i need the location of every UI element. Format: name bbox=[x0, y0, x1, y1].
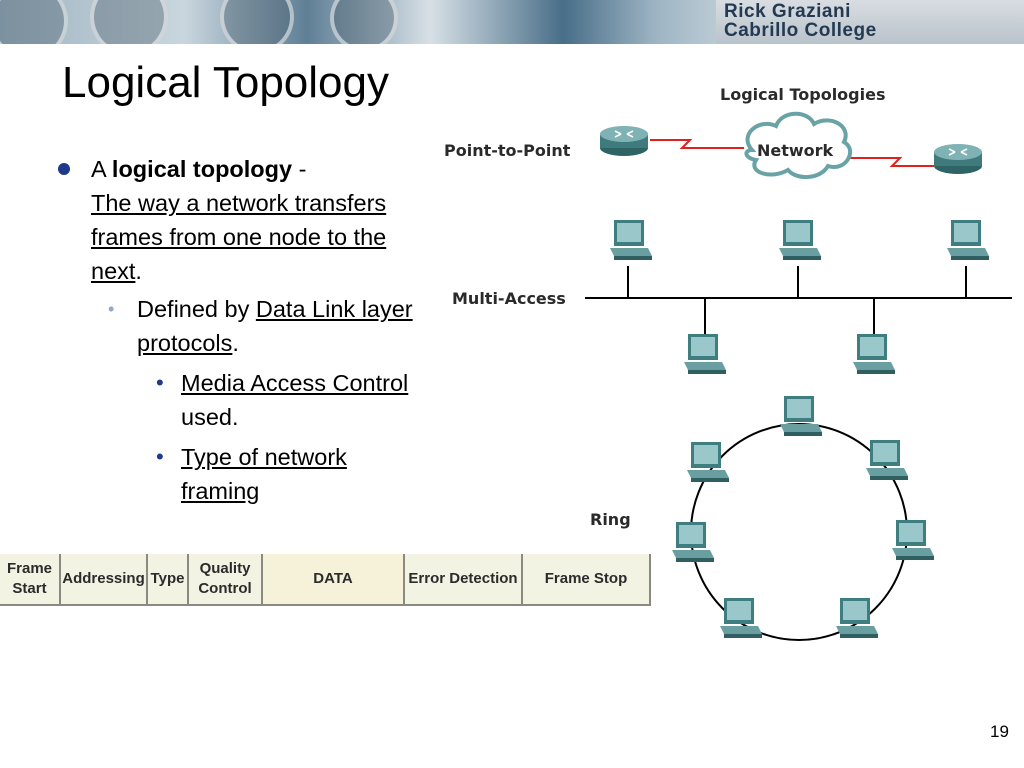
computer-icon bbox=[779, 220, 821, 260]
field-line: Addressing bbox=[62, 570, 145, 587]
frame-field-addressing: Addressing bbox=[61, 554, 148, 606]
banner-disc-image bbox=[0, 0, 68, 44]
author-name: Rick Graziani bbox=[724, 1, 851, 22]
field-line: Quality bbox=[199, 560, 251, 577]
author-box bbox=[716, 0, 1024, 44]
computer-icon bbox=[610, 220, 652, 260]
field-line: Frame Stop bbox=[544, 570, 628, 587]
bullet-prefix: A bbox=[91, 156, 112, 182]
network-label: Network bbox=[757, 141, 834, 160]
bullet-mark-icon: • bbox=[156, 370, 164, 395]
diagram-title: Logical Topologies bbox=[720, 85, 885, 104]
bullet-prefix: Defined by bbox=[137, 296, 256, 322]
page-number: 19 bbox=[990, 722, 1009, 741]
bullet-definition: The way a network transfers frames from … bbox=[91, 190, 387, 284]
frame-field-type: Type bbox=[148, 554, 189, 606]
bullet-mark-icon: • bbox=[108, 299, 115, 319]
field-line: Type bbox=[150, 570, 185, 587]
bullet-mark-icon: • bbox=[156, 444, 164, 469]
bullet-level2: • Defined by Data Link layer protocols. bbox=[56, 292, 416, 360]
bullet-dash: - bbox=[292, 156, 307, 182]
computer-icon bbox=[836, 598, 878, 638]
computer-icon bbox=[780, 396, 822, 436]
ring-label: Ring bbox=[590, 510, 631, 529]
bullet-list: A logical topology - The way a network t… bbox=[56, 152, 416, 508]
computer-icon bbox=[684, 334, 726, 374]
computer-icon bbox=[687, 442, 729, 482]
computer-icon bbox=[947, 220, 989, 260]
wan-link-right bbox=[842, 157, 934, 167]
computer-icon bbox=[720, 598, 762, 638]
router-icon bbox=[933, 143, 983, 175]
multi-access-label: Multi-Access bbox=[452, 289, 566, 308]
banner-disc-image bbox=[330, 0, 398, 44]
bullet-level3: • Type of network framing bbox=[56, 440, 416, 508]
field-line: DATA bbox=[313, 570, 353, 587]
bullet-term: logical topology bbox=[111, 156, 293, 182]
bullet-dot-icon bbox=[58, 163, 70, 175]
frame-field-data: DATA bbox=[263, 554, 405, 606]
computer-icon bbox=[892, 520, 934, 560]
field-line: Error Detection bbox=[408, 570, 518, 587]
computer-icon bbox=[672, 522, 714, 562]
field-line: Control bbox=[198, 580, 252, 597]
field-line: Frame bbox=[6, 560, 53, 577]
point-to-point-label: Point-to-Point bbox=[444, 141, 571, 160]
bullet-link: Media Access Control bbox=[181, 370, 409, 396]
frame-field-stop: Frame Stop bbox=[523, 554, 651, 606]
bullet-end: . bbox=[135, 258, 142, 284]
bullet-suffix: used. bbox=[181, 404, 239, 430]
bullet-end: . bbox=[232, 330, 239, 356]
slide-title: Logical Topology bbox=[62, 58, 389, 107]
banner-disc-image bbox=[90, 0, 168, 44]
router-icon bbox=[599, 125, 649, 157]
bullet-link: Data Link layer protocols bbox=[137, 296, 413, 356]
computer-icon bbox=[853, 334, 895, 374]
header-banner: Rick Graziani Cabrillo College bbox=[0, 0, 1024, 44]
computer-icon bbox=[866, 440, 908, 480]
frame-field-error-detection: Error Detection bbox=[405, 554, 523, 606]
bullet-level3: • Media Access Control used. bbox=[56, 366, 416, 434]
field-line: Start bbox=[12, 580, 47, 597]
banner-disc-image bbox=[220, 0, 294, 44]
wan-link-left bbox=[650, 139, 744, 149]
author-college: Cabrillo College bbox=[724, 20, 877, 41]
bullet-level1: A logical topology - The way a network t… bbox=[56, 152, 416, 288]
network-cloud-icon bbox=[744, 111, 852, 179]
bullet-link: Type of network framing bbox=[181, 444, 347, 504]
